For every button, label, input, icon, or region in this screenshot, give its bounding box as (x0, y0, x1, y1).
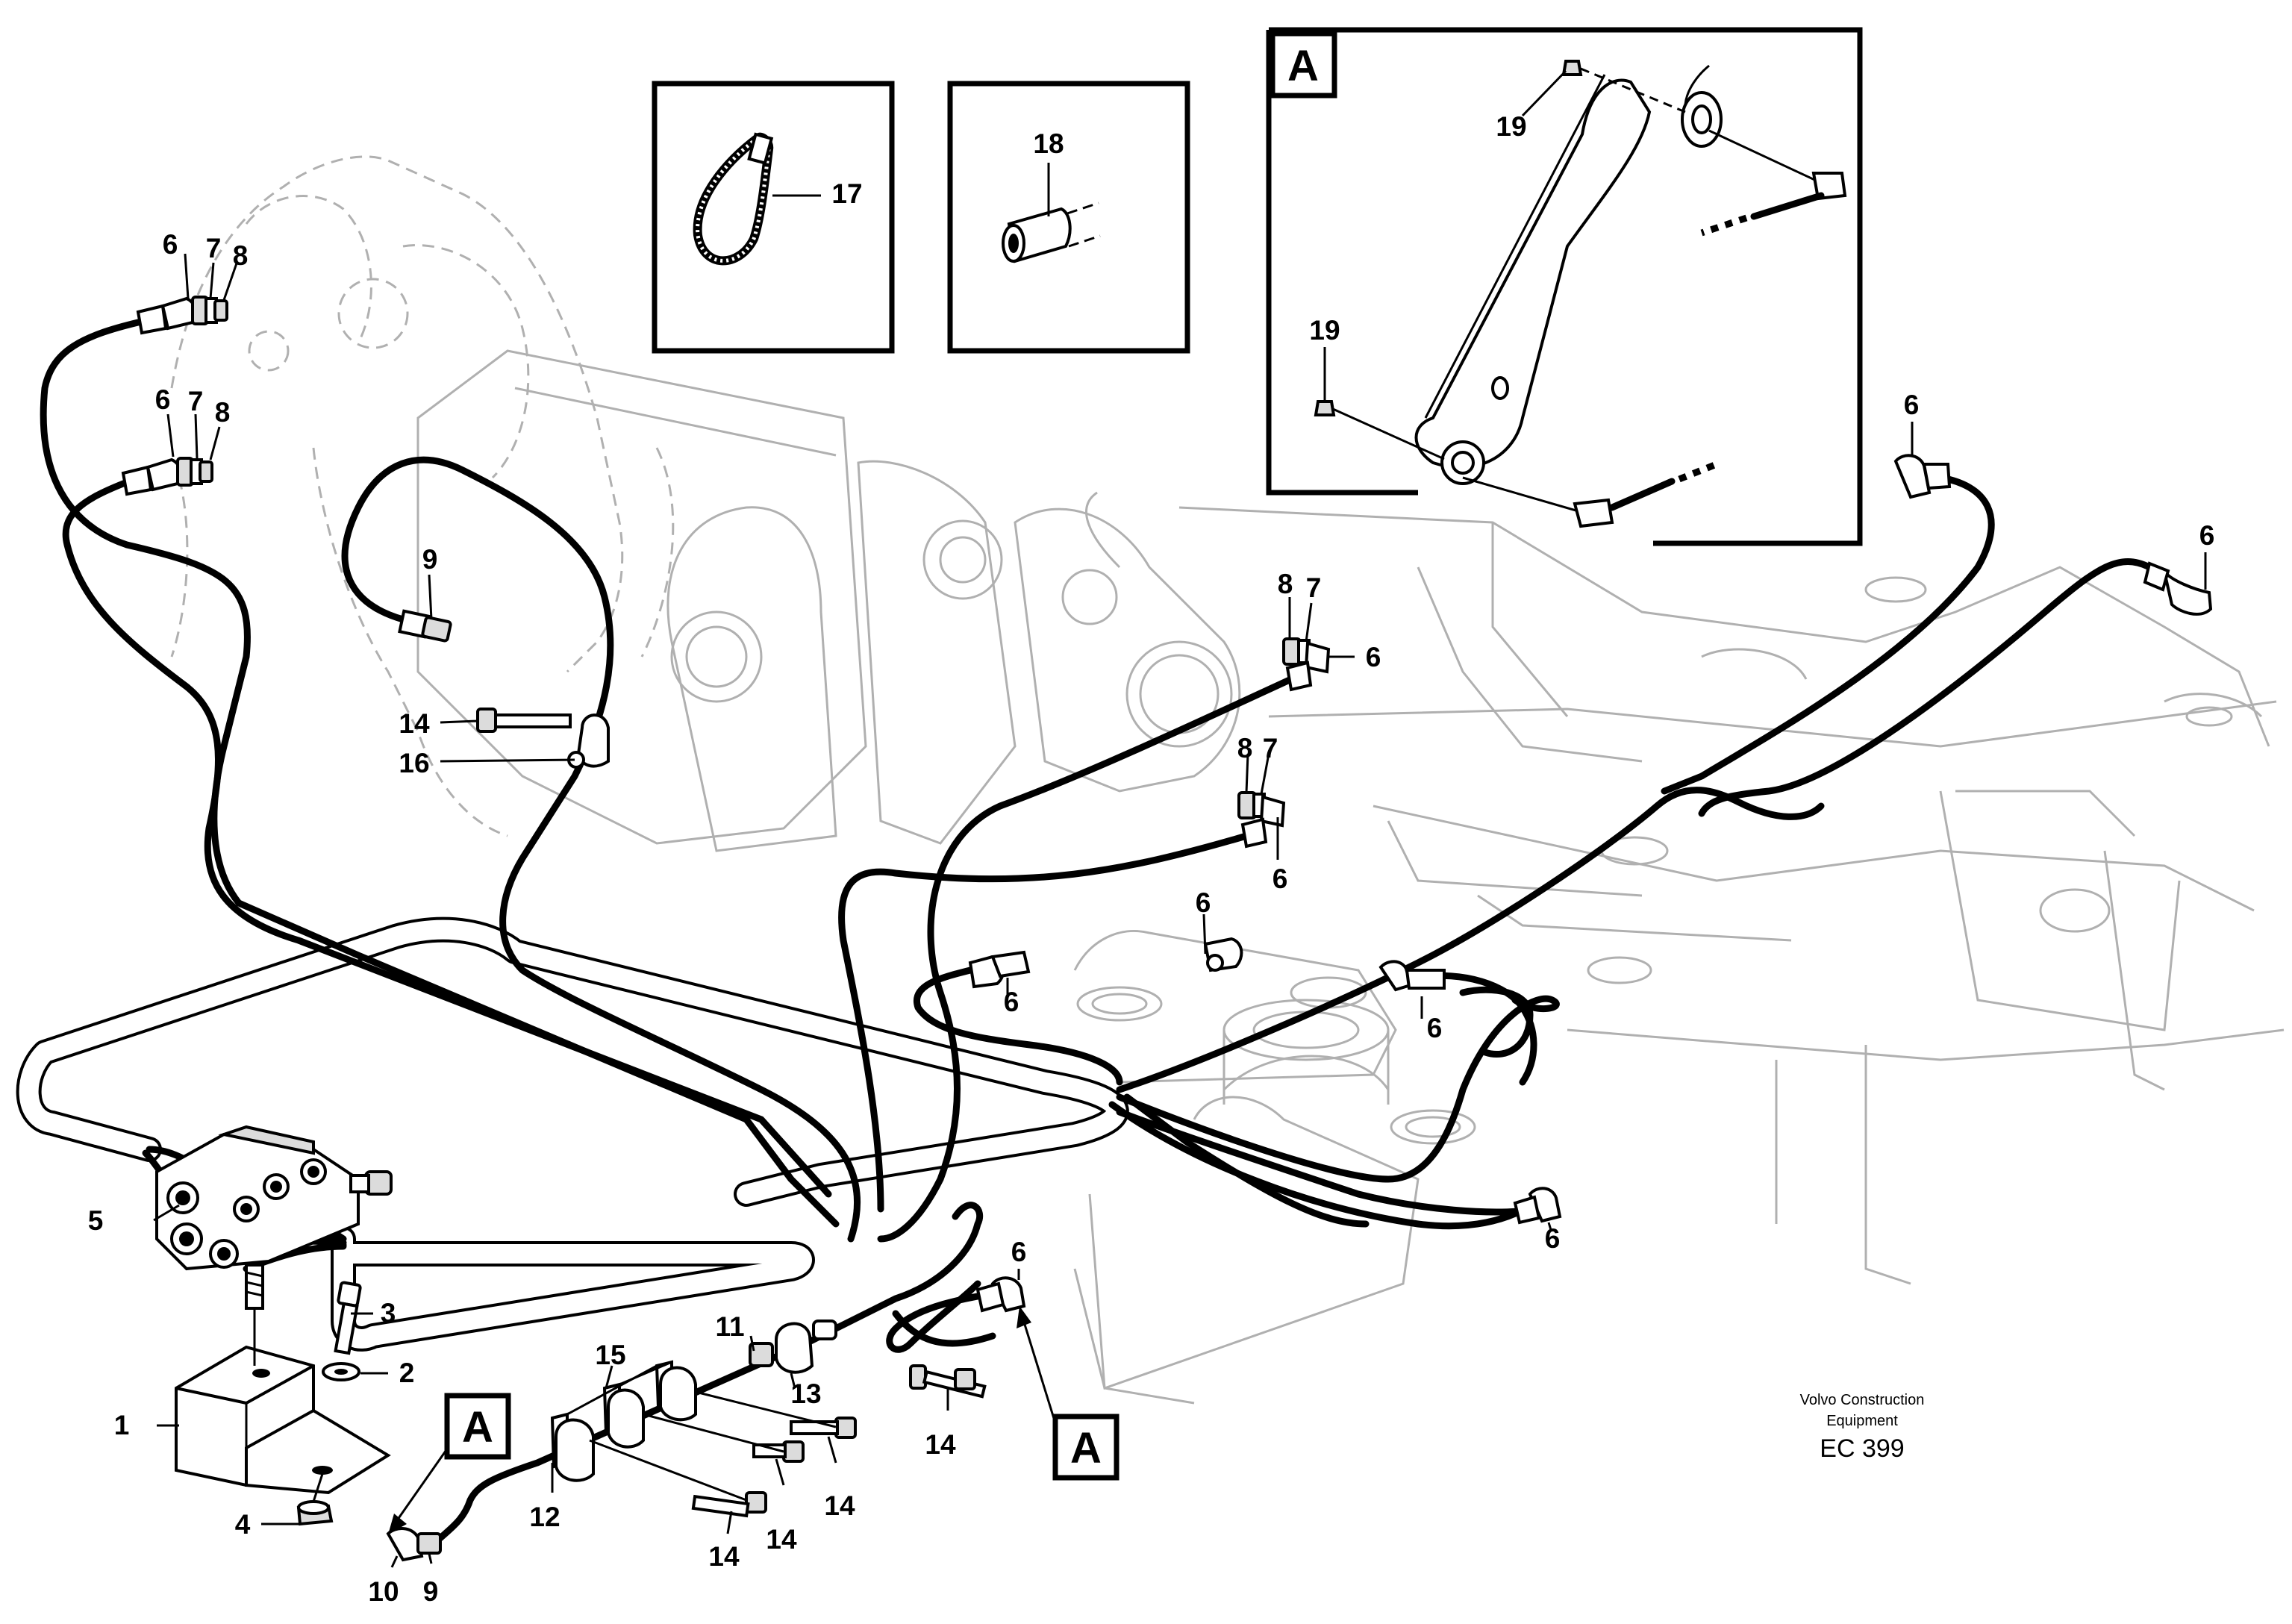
publisher-credit: Volvo Construction Equipment EC 399 (1800, 1392, 1925, 1463)
callout-6: 6 (1545, 1223, 1561, 1254)
callout-18: 18 (1033, 128, 1064, 159)
grease-hoses (40, 319, 2153, 1549)
callout-19: 19 (1309, 315, 1340, 346)
callout-7: 7 (1306, 572, 1322, 603)
callout-16: 16 (399, 748, 429, 778)
callout-4: 4 (235, 1509, 251, 1540)
machine-background (170, 155, 2285, 1405)
view-ref-right-label: A (1070, 1424, 1102, 1472)
callout-8: 8 (215, 397, 231, 428)
callout-6: 6 (1904, 390, 1920, 420)
callout-6: 6 (1273, 863, 1288, 894)
callout-numbers: 6 7 8 6 7 8 9 14 16 17 18 19 19 8 7 6 8 … (88, 111, 2215, 1607)
callout-9: 9 (422, 544, 438, 575)
fittings (121, 296, 2213, 1562)
callout-6: 6 (1004, 987, 1019, 1017)
view-ref-left (388, 1393, 511, 1534)
callout-7: 7 (188, 386, 204, 416)
callout-15: 15 (595, 1340, 625, 1370)
callout-19: 19 (1496, 111, 1526, 142)
callout-7: 7 (1263, 733, 1278, 763)
callout-14: 14 (399, 708, 430, 739)
credit-line-1: Volvo Construction (1800, 1392, 1925, 1408)
callout-2: 2 (399, 1358, 415, 1388)
callout-6: 6 (2199, 520, 2215, 551)
view-ref-right (1017, 1306, 1120, 1481)
callout-3: 3 (381, 1298, 396, 1328)
mounting-bracket (175, 1281, 391, 1526)
callout-9: 9 (423, 1576, 439, 1607)
inset-A-detail-view (1266, 27, 1863, 546)
callout-8: 8 (233, 240, 249, 271)
callout-13: 13 (790, 1378, 821, 1409)
callout-8: 8 (1278, 569, 1293, 599)
callout-10: 10 (368, 1576, 399, 1607)
callout-5: 5 (88, 1205, 104, 1236)
callout-7: 7 (206, 233, 222, 263)
callout-6: 6 (1366, 642, 1381, 672)
callout-14: 14 (708, 1541, 740, 1572)
credit-line-2: Equipment (1826, 1413, 1898, 1429)
callout-14: 14 (824, 1490, 855, 1521)
detail-view-label: A (1287, 42, 1319, 90)
callout-6: 6 (1196, 887, 1211, 918)
callout-6: 6 (1427, 1013, 1443, 1043)
callout-6: 6 (155, 384, 171, 415)
callout-6: 6 (163, 229, 178, 260)
distributor-block (155, 1125, 393, 1310)
callout-11: 11 (715, 1311, 744, 1342)
callout-8: 8 (1237, 733, 1253, 763)
drawing-code: EC 399 (1820, 1434, 1904, 1463)
view-ref-left-label: A (462, 1403, 493, 1452)
callout-6: 6 (1011, 1237, 1027, 1267)
callout-17: 17 (831, 178, 862, 209)
callout-14: 14 (766, 1524, 797, 1555)
inset-18-sleeve (947, 81, 1190, 354)
inset-17-cable-tie (652, 81, 895, 354)
callout-1: 1 (114, 1410, 130, 1440)
callout-12: 12 (529, 1502, 560, 1532)
callout-14: 14 (925, 1429, 956, 1460)
leader-lines (153, 69, 2207, 1568)
